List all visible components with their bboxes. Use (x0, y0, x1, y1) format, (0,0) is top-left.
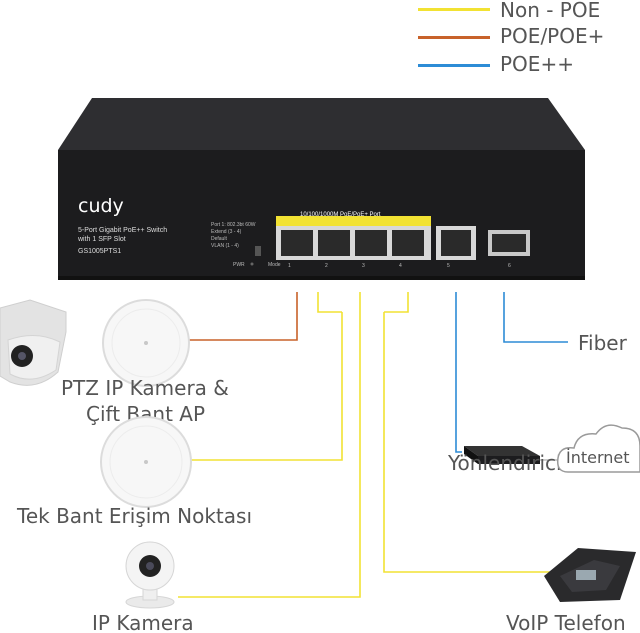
line-ptz (188, 292, 298, 341)
port-4[interactable] (392, 230, 424, 256)
network-switch: cudy 5-Port Gigabit PoE++ Switch with 1 … (58, 98, 585, 280)
mode-line-4: VLAN (1 - 4) (211, 243, 239, 249)
mode-line-2: Extend (3 - 4) (211, 229, 242, 235)
switch-top (58, 98, 585, 150)
cloud-icon (556, 424, 640, 473)
switch-brand: cudy (78, 195, 124, 217)
label-ap: Tek Bant Erişim Noktası (16, 504, 252, 528)
switch-bottom-edge (58, 276, 585, 280)
line-fiber (503, 292, 568, 343)
switch-model-line1: 5-Port Gigabit PoE++ Switch (78, 227, 167, 234)
mode-button[interactable] (255, 246, 261, 256)
legend-line-poe (418, 36, 490, 39)
label-router: Yönlendirici (447, 451, 562, 475)
switch-model-code: GS1005PTS1 (78, 248, 121, 255)
switch-model-line2: with 1 SFP Slot (77, 236, 126, 243)
legend-line-poe-plus-plus (418, 64, 490, 67)
mode-label: Mode (268, 262, 281, 268)
port-number-4: 4 (399, 263, 402, 269)
mode-line-1: Port 1: 802.3bt 60W (211, 222, 256, 228)
legend-label-non-poe: Non - POE (500, 0, 601, 22)
label-internet: İnternet (566, 448, 630, 467)
mode-line-3: Default (211, 236, 227, 242)
line-ap (190, 312, 343, 461)
line-port4 (384, 292, 409, 313)
poe-port-band (276, 216, 431, 226)
label-ipcam: IP Kamera (92, 611, 194, 633)
port-number-1: 1 (288, 263, 291, 269)
port-5[interactable] (441, 230, 471, 256)
poe-port-band-label: 10/100/1000M PoE/PoE+ Port (300, 212, 381, 218)
port-1[interactable] (281, 230, 313, 256)
label-fiber: Fiber (578, 331, 628, 355)
dome-camera-icon (0, 299, 67, 386)
voip-phone-icon (544, 548, 636, 602)
pwr-label: PWR (233, 262, 245, 268)
ip-camera-icon (125, 541, 175, 609)
line-voip (383, 312, 550, 573)
label-voip: VoIP Telefon (506, 611, 626, 633)
connection-lines (178, 292, 568, 598)
port-number-3: 3 (362, 263, 365, 269)
line-router (455, 292, 462, 453)
legend-label-poe-plus-plus: POE++ (500, 52, 574, 76)
legend-label-poe: POE/POE+ (500, 24, 605, 48)
label-ptz: PTZ IP Kamera & (61, 376, 229, 400)
pwr-led-icon (250, 262, 254, 266)
line-port2 (317, 292, 342, 313)
ceiling-ap-ptz-icon (102, 299, 190, 387)
port-number-6: 6 (508, 263, 511, 269)
router-icon (464, 446, 540, 464)
legend-line-non-poe (418, 8, 490, 11)
port-2[interactable] (318, 230, 350, 256)
port-number-5: 5 (447, 263, 450, 269)
port-3[interactable] (355, 230, 387, 256)
line-ipcam (178, 312, 361, 598)
access-point-icon (100, 416, 192, 508)
sfp-port[interactable] (492, 234, 526, 252)
port-number-2: 2 (325, 263, 328, 269)
